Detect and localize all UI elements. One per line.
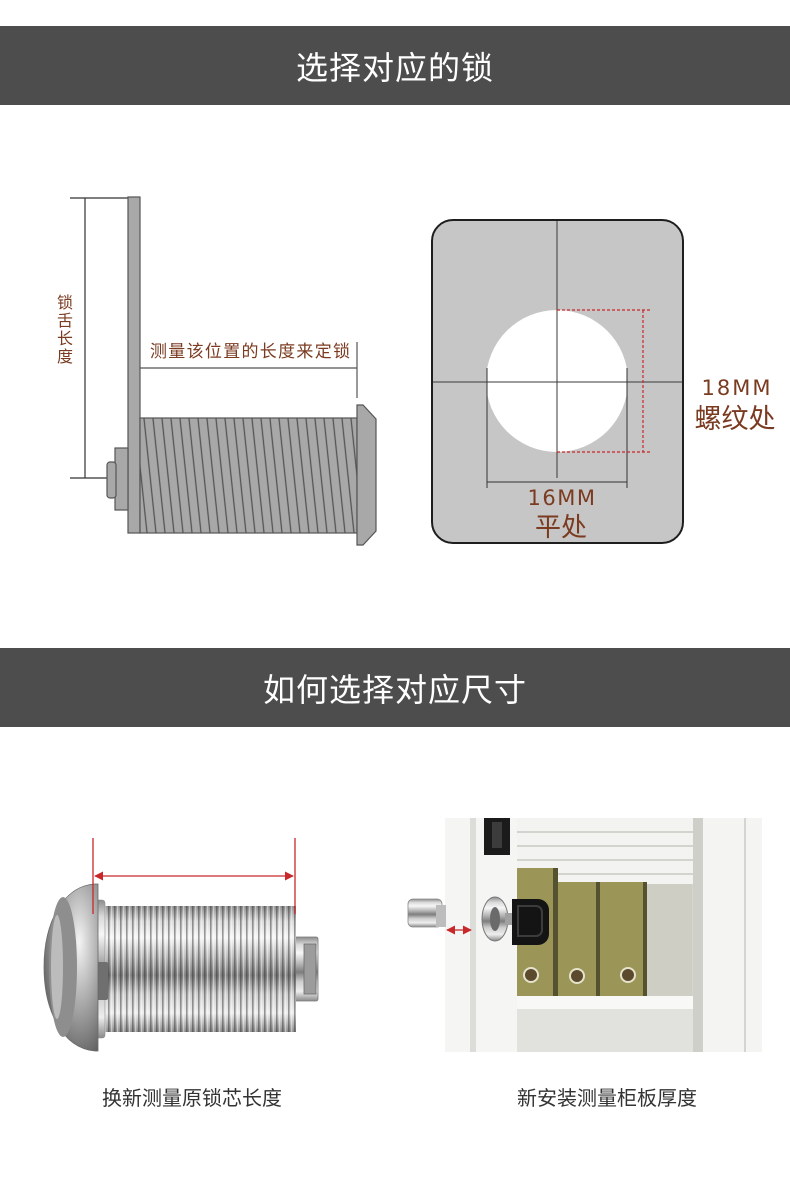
cylinder-clip-slot [96, 962, 108, 1000]
caption-panel-thickness: 新安装测量柜板厚度 [517, 1086, 697, 1110]
cabinet-door [445, 818, 517, 1052]
binder-finger-hole [620, 967, 636, 983]
cylinder-thread-ridges [100, 906, 296, 1032]
cam-knob [106, 461, 117, 499]
cabinet-photo [407, 818, 762, 1052]
key-head-highlight [517, 905, 543, 937]
flat-label: 平处 [535, 513, 587, 543]
tongue-length-label: 锁舌长度 [54, 294, 73, 366]
cabinet-side-wall [693, 818, 762, 1052]
binder-finger-hole [569, 968, 585, 984]
threaded-body [139, 417, 358, 534]
section-header-choose-lock: 选择对应的锁 [0, 26, 790, 105]
measure-position-label: 测量该位置的长度来定锁 [150, 342, 351, 362]
cylinder-keyway [51, 915, 63, 1019]
section-header-choose-size: 如何选择对应尺寸 [0, 648, 790, 727]
cylinder-cam-tab [303, 943, 317, 995]
thread-size-label: 18MM [702, 376, 773, 400]
lock-bolt-shaft [436, 905, 446, 927]
caption-lock-length: 换新测量原锁芯长度 [102, 1086, 282, 1110]
side-wall-shadow [693, 818, 703, 1052]
lock-side-diagram: 测量该位置的长度来定锁 [70, 196, 377, 546]
thread-label: 螺纹处 [695, 404, 776, 435]
hole-template-diagram: 16MM 平处 18MM 螺纹处 [431, 219, 776, 544]
lower-compartment [517, 1009, 695, 1052]
binder-3 [600, 882, 644, 998]
lock-flange [356, 404, 377, 546]
binder-finger-hole [523, 967, 539, 983]
door-edge-shadow [470, 818, 476, 1052]
lock-cylinder-photo [43, 838, 319, 1052]
shelf-edge [517, 996, 695, 1009]
binder-spine-shadow [643, 882, 647, 998]
lock-cam [114, 447, 129, 511]
key-blade [505, 913, 515, 925]
binder-4 [647, 884, 692, 998]
installed-lock-keyway [490, 907, 500, 931]
binder-spine-shadow [596, 882, 600, 998]
binder-spine-shadow [553, 868, 558, 998]
cabinet-photo-frame [445, 818, 762, 1052]
flat-size-label: 16MM [528, 486, 597, 510]
cabinet-panel [127, 196, 141, 534]
door-latch-slot [492, 822, 502, 848]
